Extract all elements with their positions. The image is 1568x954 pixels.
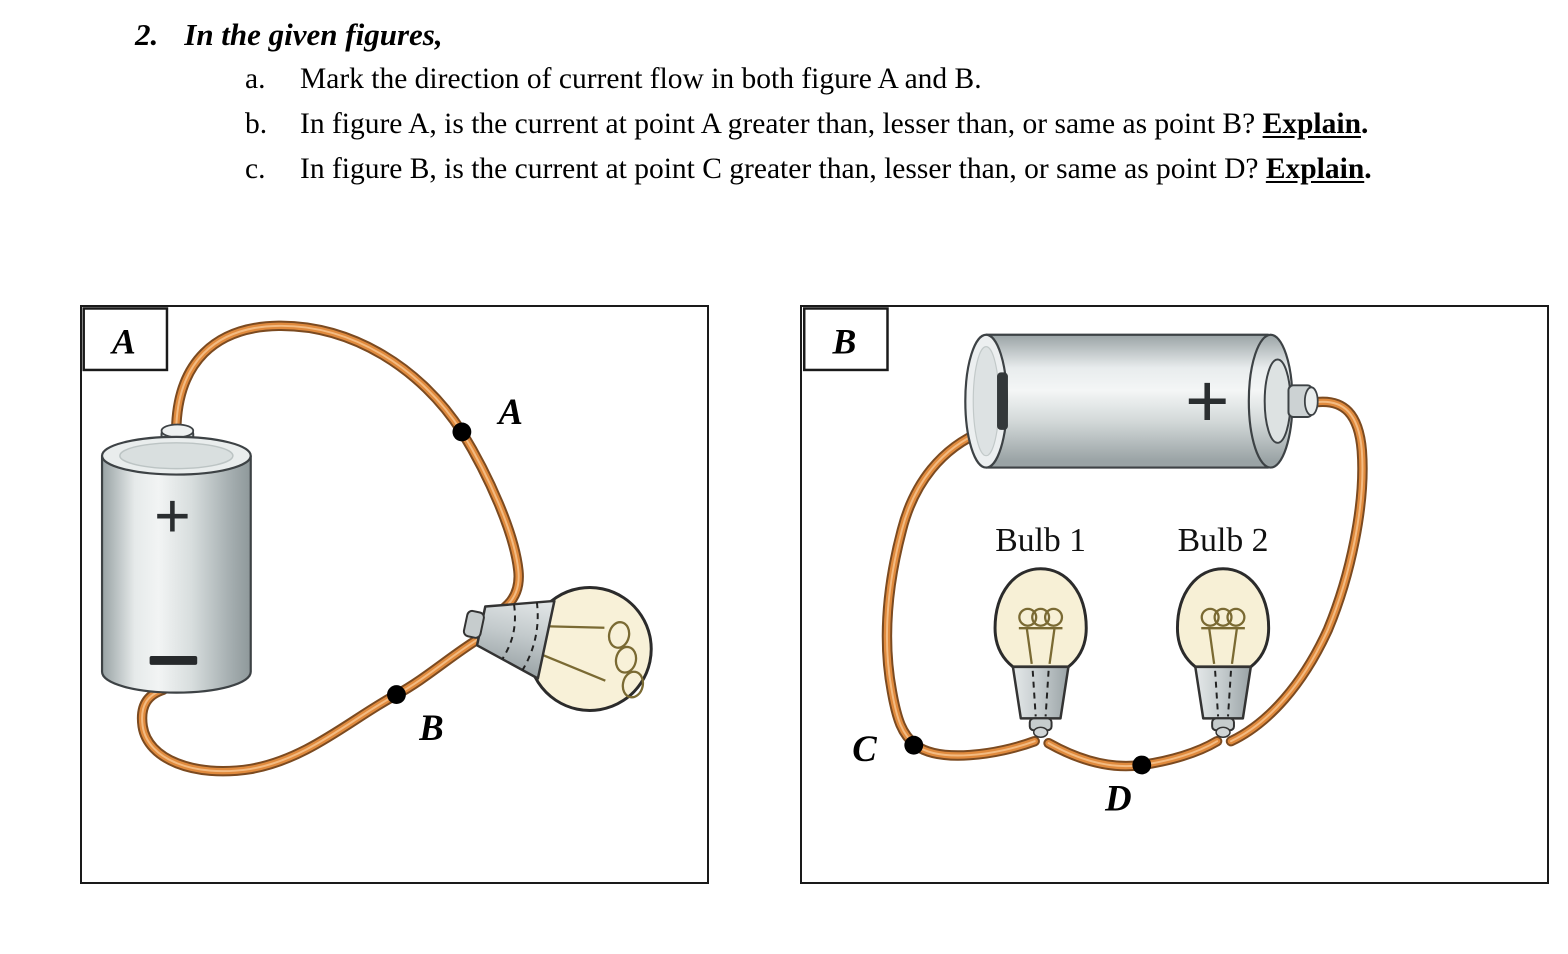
bulb-filament-wires — [543, 625, 606, 682]
figure-b-right-wire — [1225, 396, 1368, 747]
point-a-label: A — [497, 391, 523, 432]
question-number: 2. — [135, 17, 159, 52]
bulb-2-label: Bulb 2 — [1178, 522, 1269, 559]
bulb-contact-tip — [462, 609, 485, 639]
figure-a-corner-box — [82, 307, 169, 372]
battery-terminal-cap — [1303, 386, 1319, 416]
battery-plus-sign: + — [1185, 358, 1230, 446]
battery-outline — [986, 333, 1269, 469]
item-a-text: Mark the direction of current flow in bo… — [300, 63, 982, 95]
figure-b-box: + Bulb 1 Bulb 2 C D B — [800, 305, 1549, 884]
item-c-text: In figure B, is the current at point C g… — [300, 147, 1450, 192]
figure-b-corner-box — [802, 307, 889, 372]
item-b-text: In figure A, is the current at point A g… — [300, 102, 1450, 147]
bulb-2 — [1175, 567, 1271, 739]
point-d-label: D — [1104, 778, 1131, 819]
figure-a-label: A — [110, 322, 136, 362]
figure-b-diagram: + Bulb 1 Bulb 2 C D B — [802, 307, 1368, 819]
filament-loop-3 — [621, 670, 645, 699]
battery-negative-mark-icon — [997, 372, 1008, 430]
battery-body — [986, 334, 1271, 468]
figure-b-label: B — [831, 322, 856, 362]
item-b-explain: Explain — [1262, 108, 1361, 140]
point-c-dot — [904, 735, 924, 755]
question-title: In the given figures, — [184, 17, 443, 52]
item-c-body: In figure B, is the current at point C g… — [300, 153, 1266, 185]
battery-top-inner-ring — [119, 442, 234, 470]
item-b-period: . — [1360, 108, 1369, 140]
item-c-label: c. — [245, 153, 266, 185]
question-items: a. Mark the direction of current flow in… — [245, 57, 1535, 192]
item-b-label: b. — [245, 108, 268, 140]
battery-left-inner-ring — [972, 346, 1000, 457]
question-block: 2. In the given figures, a. Mark the dir… — [135, 12, 1535, 192]
socket-dash-1 — [521, 602, 539, 671]
question-item-a: a. Mark the direction of current flow in… — [245, 57, 1535, 102]
figure-b-left-wire — [881, 425, 1040, 761]
question-item-c: c. In figure B, is the current at point … — [245, 147, 1535, 192]
point-b-label: B — [418, 707, 443, 748]
battery-plus-sign: + — [154, 481, 191, 553]
figure-a-bottom-wire — [136, 634, 482, 777]
figure-a-box: + A B A — [80, 305, 709, 884]
figure-a-top-wire — [171, 320, 524, 629]
figure-a-diagram: + A B A — [82, 307, 653, 777]
bulb-1-label: Bulb 1 — [995, 522, 1086, 559]
question-header: 2. In the given figures, — [135, 12, 1535, 57]
figure-b-battery: + — [964, 333, 1319, 469]
point-c-label: C — [852, 728, 877, 769]
filament-loop-1 — [607, 621, 631, 649]
item-c-explain: Explain — [1265, 153, 1365, 185]
figure-a-bulb — [462, 586, 653, 712]
point-b-dot — [387, 685, 406, 705]
item-b-body: In figure A, is the current at point A g… — [300, 108, 1263, 140]
item-c-period: . — [1364, 153, 1372, 185]
item-a-label: a. — [245, 63, 266, 95]
figure-a-battery: + — [100, 423, 252, 694]
bulb-1 — [993, 567, 1088, 739]
battery-body — [100, 455, 252, 694]
point-d-dot — [1132, 755, 1152, 775]
battery-right-ring — [1263, 358, 1292, 444]
point-a-dot — [452, 422, 472, 442]
question-item-b: b. In figure A, is the current at point … — [245, 102, 1535, 147]
battery-terminal-cap — [160, 423, 195, 439]
battery-minus-mark-icon — [149, 655, 198, 665]
socket-dash-2 — [501, 604, 516, 660]
filament-loop-2 — [614, 645, 638, 674]
